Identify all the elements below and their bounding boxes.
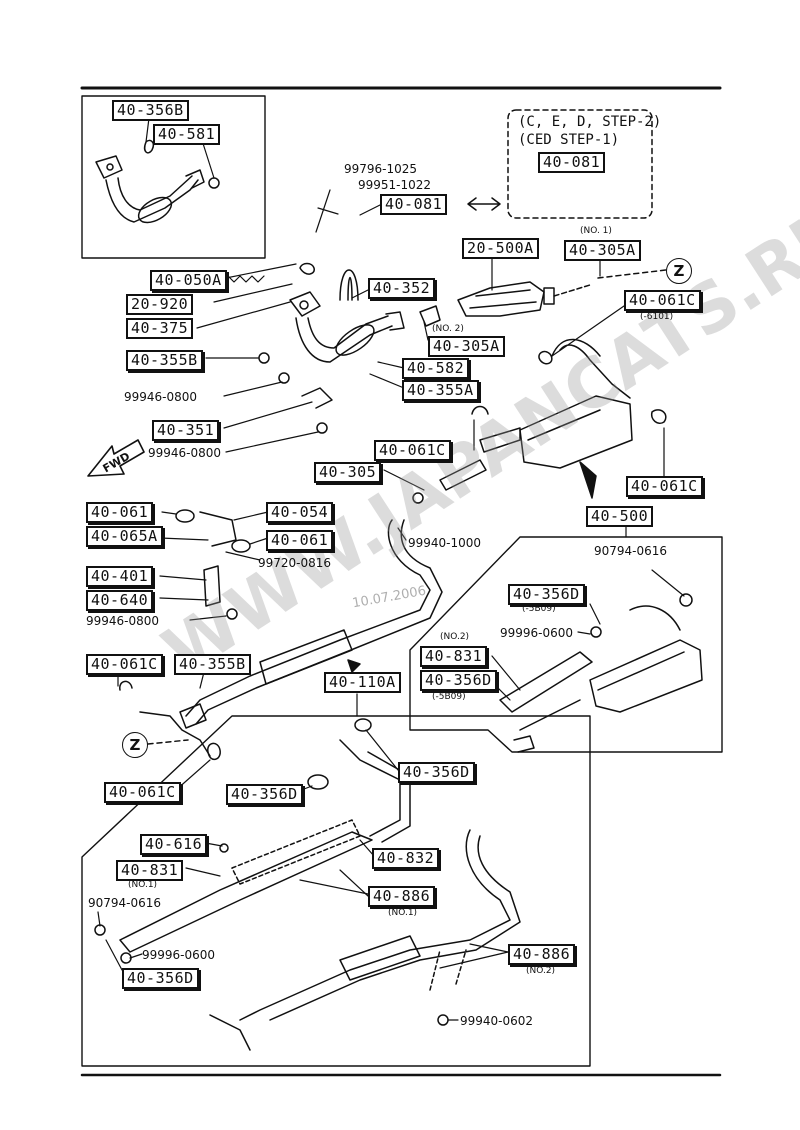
- part-number-99940-0602: 99940-0602: [460, 1014, 534, 1028]
- zone-marker-z-bottom: Z: [122, 732, 148, 758]
- inset-box-rear-muffler: [409, 536, 723, 753]
- step-note-line1: (C, E, D, STEP-2): [518, 114, 662, 130]
- part-label-40-061c-right[interactable]: 40-061C: [624, 290, 701, 311]
- part-label-40-061c-bottom[interactable]: 40-061C: [104, 782, 181, 803]
- part-label-40-356d-lower[interactable]: 40-356D: [226, 784, 303, 805]
- part-number-99940-1000: 99940-1000: [408, 536, 482, 550]
- part-label-40-061-b[interactable]: 40-061: [266, 530, 334, 551]
- part-label-40-061c-left[interactable]: 40-061C: [86, 654, 163, 675]
- part-label-40-061c-mid[interactable]: 40-061C: [374, 440, 451, 461]
- part-label-40-401[interactable]: 40-401: [86, 566, 154, 587]
- note-no2-c: (NO.2): [526, 966, 556, 976]
- step-note-line2: (CED STEP-1): [518, 132, 620, 148]
- hanger-brackets: [175, 352, 424, 620]
- part-label-40-886-no2[interactable]: 40-886: [508, 944, 576, 965]
- catalytic-converter: [419, 281, 591, 327]
- part-label-40-351[interactable]: 40-351: [152, 420, 220, 441]
- rear-muffler-inset: [499, 593, 703, 753]
- part-number-99720-0816: 99720-0816: [258, 556, 332, 570]
- part-label-40-356b[interactable]: 40-356B: [112, 100, 189, 121]
- inset-box-front-pipe: [81, 95, 266, 259]
- part-number-90794-0616-a: 90794-0616: [594, 544, 668, 558]
- part-label-40-582[interactable]: 40-582: [402, 358, 470, 379]
- part-label-40-616[interactable]: 40-616: [140, 834, 208, 855]
- part-label-40-355b-lower[interactable]: 40-355B: [174, 654, 251, 675]
- part-label-40-305[interactable]: 40-305: [314, 462, 382, 483]
- pointer-arrow-500: [579, 461, 597, 499]
- part-label-40-061c-rear[interactable]: 40-061C: [626, 476, 703, 497]
- part-label-40-305a[interactable]: 40-305A: [428, 336, 505, 357]
- part-number-99951-1022: 99951-1022: [358, 178, 432, 192]
- part-label-40-352[interactable]: 40-352: [368, 278, 436, 299]
- note-no1-top: (NO. 1): [580, 226, 612, 236]
- part-label-40-061-a[interactable]: 40-061: [86, 502, 154, 523]
- part-label-40-581[interactable]: 40-581: [153, 124, 221, 145]
- part-label-40-356d-inset-b[interactable]: 40-356D: [420, 670, 497, 691]
- intermediate-pipe: [119, 519, 443, 761]
- front-pipe-inset: [95, 139, 220, 224]
- part-label-40-355a[interactable]: 40-355A: [402, 380, 479, 401]
- part-label-40-831[interactable]: 40-831: [116, 860, 184, 881]
- note-no2-b: (NO.2): [440, 632, 470, 642]
- note-no1-c: (NO.1): [388, 908, 418, 918]
- part-label-20-920[interactable]: 20-920: [126, 294, 194, 315]
- part-label-40-886-no1[interactable]: 40-886: [368, 886, 436, 907]
- note-no2-a: (NO. 2): [432, 324, 464, 334]
- pointer-arrow-110a: [347, 659, 361, 673]
- note-no1-b: (NO.1): [128, 880, 158, 890]
- part-label-40-110a[interactable]: 40-110A: [324, 672, 401, 693]
- part-label-40-500[interactable]: 40-500: [586, 506, 654, 527]
- part-label-40-065a[interactable]: 40-065A: [86, 526, 163, 547]
- zone-marker-z-top: Z: [666, 258, 692, 284]
- note-6101: (-6101): [640, 312, 674, 322]
- part-label-40-050a[interactable]: 40-050A: [150, 270, 227, 291]
- part-label-40-640[interactable]: 40-640: [86, 590, 154, 611]
- double-arrow: [467, 197, 501, 211]
- part-number-99946-0800-b: 99946-0800: [148, 446, 222, 460]
- inset-box-pipe-assembly: [81, 715, 591, 1067]
- part-label-20-500a[interactable]: 20-500A: [462, 238, 539, 259]
- front-pipe: [289, 262, 405, 363]
- part-label-40-375[interactable]: 40-375: [126, 318, 194, 339]
- part-label-40-081-step[interactable]: 40-081: [538, 152, 606, 173]
- note-5b09-b: (-5B09): [432, 692, 466, 702]
- rear-muffler: [439, 338, 667, 491]
- part-label-40-356d-inset[interactable]: 40-356D: [508, 584, 585, 605]
- note-5b09-a: (-5B09): [522, 604, 556, 614]
- part-label-40-355b[interactable]: 40-355B: [126, 350, 203, 371]
- part-number-99996-0600-b: 99996-0600: [142, 948, 216, 962]
- fwd-arrow: [87, 439, 145, 477]
- part-label-40-356d-bottom[interactable]: 40-356D: [122, 968, 199, 989]
- part-label-40-831-inset[interactable]: 40-831: [420, 646, 488, 667]
- part-label-40-832[interactable]: 40-832: [372, 848, 440, 869]
- part-label-40-054[interactable]: 40-054: [266, 502, 334, 523]
- part-number-99996-0600-a: 99996-0600: [500, 626, 574, 640]
- part-number-90794-0616-b: 90794-0616: [88, 896, 162, 910]
- inset-box-step: [507, 109, 653, 219]
- part-label-40-356d-upper[interactable]: 40-356D: [398, 762, 475, 783]
- part-number-99946-0800-c: 99946-0800: [86, 614, 160, 628]
- part-label-40-305a-top[interactable]: 40-305A: [564, 240, 641, 261]
- part-label-40-081[interactable]: 40-081: [380, 194, 448, 215]
- part-number-99796-1025: 99796-1025: [344, 162, 418, 176]
- part-number-99946-0800-a: 99946-0800: [124, 390, 198, 404]
